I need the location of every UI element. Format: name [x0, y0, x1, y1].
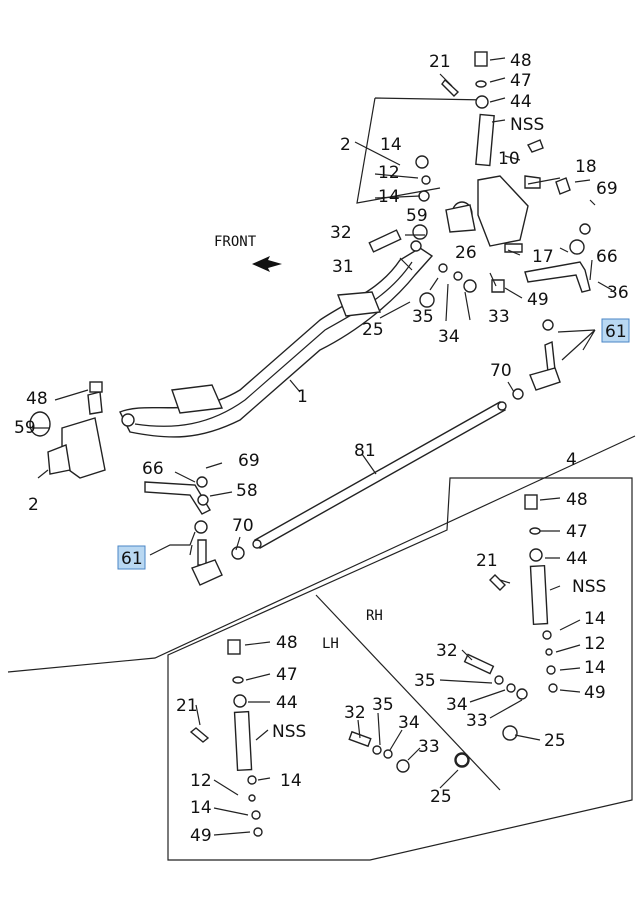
callout-47: 47 [276, 665, 298, 685]
callout-17: 17 [532, 247, 554, 267]
callout-59: 59 [406, 206, 428, 226]
callout-47: 47 [510, 71, 532, 91]
callout-66: 66 [596, 247, 618, 267]
leader-lines [32, 57, 613, 836]
knuckle-right [415, 51, 571, 253]
callout-44: 44 [510, 92, 532, 112]
detail-box [167, 477, 633, 861]
callout-48: 48 [26, 389, 48, 409]
front-arrow-icon [252, 256, 282, 272]
callout-66: 66 [142, 459, 164, 479]
callout-21: 21 [429, 52, 451, 72]
callout-nss: NSS [272, 722, 306, 742]
callout-61-highlight [601, 318, 630, 343]
callout-69: 69 [238, 451, 260, 471]
callout-49: 49 [190, 826, 212, 846]
callout-32: 32 [330, 223, 352, 243]
callout-69: 69 [596, 179, 618, 199]
callout-44: 44 [566, 549, 588, 569]
callout-2: 2 [340, 135, 351, 155]
callout-61: 61 [121, 549, 143, 569]
callout-14: 14 [380, 135, 402, 155]
callout-35: 35 [414, 671, 436, 691]
callout-nss: NSS [510, 115, 544, 135]
callout-70: 70 [490, 361, 512, 381]
callout-12: 12 [190, 771, 212, 791]
callout-59: 59 [14, 418, 36, 438]
callout-58: 58 [236, 481, 258, 501]
callout-35: 35 [372, 695, 394, 715]
callout-10: 10 [498, 149, 520, 169]
knuckle-left [29, 381, 106, 479]
callout-25: 25 [544, 731, 566, 751]
callout-34: 34 [398, 713, 420, 733]
callout-47: 47 [566, 522, 588, 542]
callout-61: 61 [605, 322, 627, 342]
callout-48: 48 [566, 490, 588, 510]
callout-26: 26 [455, 243, 477, 263]
callout-34: 34 [438, 327, 460, 347]
callout-44: 44 [276, 693, 298, 713]
callout-18: 18 [575, 157, 597, 177]
callout-48: 48 [276, 633, 298, 653]
steering-arm-right [512, 223, 591, 400]
lh-detail-parts [189, 639, 469, 837]
callout-14: 14 [584, 609, 606, 629]
callout-32: 32 [436, 641, 458, 661]
callout-25: 25 [430, 787, 452, 807]
callout-14: 14 [378, 187, 400, 207]
section-divider [7, 435, 636, 673]
callout-33: 33 [488, 307, 510, 327]
callout-1: 1 [297, 387, 308, 407]
callout-49: 49 [527, 290, 549, 310]
lh-label: LH [322, 636, 339, 652]
steering-arm-left [144, 476, 245, 586]
callout-4: 4 [566, 450, 577, 470]
callout-48: 48 [510, 51, 532, 71]
callout-34: 34 [446, 695, 468, 715]
callout-49: 49 [584, 683, 606, 703]
upper-assembly-bracket [356, 97, 489, 204]
callout-81: 81 [354, 441, 376, 461]
front-direction-indicator: FRONT [214, 234, 282, 272]
callout-21: 21 [176, 696, 198, 716]
callout-33: 33 [466, 711, 488, 731]
callout-61-highlight [117, 545, 146, 570]
callout-14: 14 [280, 771, 302, 791]
callout-12: 12 [584, 634, 606, 654]
callout-2: 2 [28, 495, 39, 515]
callout-33: 33 [418, 737, 440, 757]
callout-labels: 21 48 47 44 NSS 2 14 12 14 10 18 69 59 3… [14, 51, 630, 846]
rh-lh-divider [315, 594, 501, 791]
callout-14: 14 [584, 658, 606, 678]
tie-rod [252, 401, 507, 549]
rh-label: RH [366, 608, 383, 624]
callout-14: 14 [190, 798, 212, 818]
callout-35: 35 [412, 307, 434, 327]
callout-12: 12 [378, 163, 400, 183]
callout-25: 25 [362, 320, 384, 340]
callout-70: 70 [232, 516, 254, 536]
callout-36: 36 [607, 283, 629, 303]
callout-21: 21 [476, 551, 498, 571]
callout-31: 31 [332, 257, 354, 277]
callout-nss: NSS [572, 577, 606, 597]
callout-32: 32 [344, 703, 366, 723]
front-axle-beam [119, 247, 434, 438]
front-label: FRONT [214, 234, 257, 250]
